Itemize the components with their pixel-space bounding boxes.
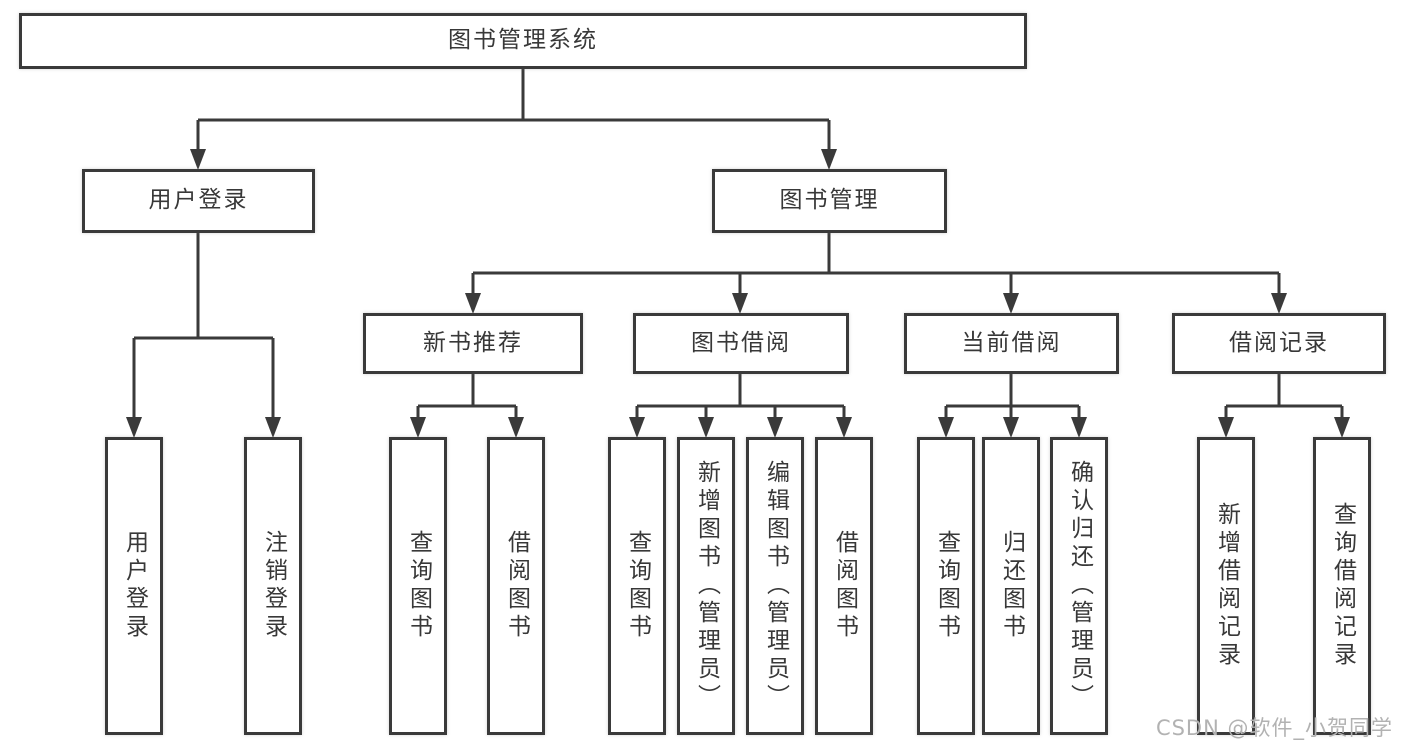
node-leaf-borrow-book-2-label: 借阅图书 (831, 530, 858, 642)
connector-borrowing-records (1224, 374, 1344, 420)
node-current-borrowing: 当前借阅 (904, 313, 1119, 374)
node-leaf-borrow-book-1: 借阅图书 (487, 437, 545, 735)
node-book-management: 图书管理 (712, 169, 947, 233)
arrowhead (821, 149, 837, 170)
node-book-borrowing-label: 图书借阅 (691, 329, 791, 356)
arrowhead (938, 417, 954, 438)
connector-book-management (471, 233, 1281, 296)
node-current-borrowing-label: 当前借阅 (961, 329, 1062, 356)
arrowhead (629, 417, 645, 438)
arrowhead (1271, 293, 1287, 314)
arrowhead (732, 293, 748, 314)
node-leaf-query-book-1-label: 查询图书 (405, 530, 432, 642)
node-leaf-add-borrow-record: 新增借阅记录 (1197, 437, 1255, 735)
arrowhead (508, 417, 524, 438)
node-leaf-add-book-label: 新增图书（管理员） (693, 460, 720, 712)
arrowhead (265, 417, 281, 438)
node-leaf-add-book: 新增图书（管理员） (677, 437, 735, 735)
node-book-management-label: 图书管理 (779, 187, 880, 214)
arrowhead (767, 417, 783, 438)
connector-current-borrowing (944, 374, 1081, 420)
node-leaf-user-login: 用户登录 (105, 437, 163, 735)
arrowhead (836, 417, 852, 438)
node-leaf-return-book: 归还图书 (982, 437, 1040, 735)
node-root: 图书管理系统 (19, 13, 1027, 69)
node-leaf-borrow-book-1-label: 借阅图书 (503, 530, 530, 642)
node-leaf-query-book-1: 查询图书 (389, 437, 447, 735)
node-leaf-edit-book: 编辑图书（管理员） (746, 437, 804, 735)
arrowhead (1003, 293, 1019, 314)
arrowhead (698, 417, 714, 438)
node-book-borrowing: 图书借阅 (633, 313, 849, 374)
connector-new-book-recommend (416, 374, 518, 420)
arrowhead (410, 417, 426, 438)
connector-book-borrowing (635, 374, 846, 420)
node-leaf-borrow-book-2: 借阅图书 (815, 437, 873, 735)
arrowhead (1334, 417, 1350, 438)
node-leaf-confirm-return: 确认归还（管理员） (1050, 437, 1108, 735)
arrowhead (1003, 417, 1019, 438)
node-leaf-logout-label: 注销登录 (260, 530, 287, 642)
node-leaf-edit-book-label: 编辑图书（管理员） (762, 460, 789, 712)
node-new-book-recommend-label: 新书推荐 (423, 329, 523, 356)
node-new-book-recommend: 新书推荐 (363, 313, 583, 374)
node-leaf-user-login-label: 用户登录 (121, 530, 148, 642)
node-leaf-query-borrow-record-label: 查询借阅记录 (1329, 502, 1356, 670)
arrowhead (1218, 417, 1234, 438)
arrowhead (190, 149, 206, 170)
arrowhead (126, 417, 142, 438)
arrowhead (1071, 417, 1087, 438)
node-borrowing-records-label: 借阅记录 (1229, 329, 1329, 356)
node-leaf-confirm-return-label: 确认归还（管理员） (1066, 460, 1093, 712)
node-leaf-query-borrow-record: 查询借阅记录 (1313, 437, 1371, 735)
node-leaf-query-book-2: 查询图书 (608, 437, 666, 735)
node-leaf-query-book-3-label: 查询图书 (933, 530, 960, 642)
node-user-login: 用户登录 (82, 169, 315, 233)
node-leaf-logout: 注销登录 (244, 437, 302, 735)
node-leaf-query-book-3: 查询图书 (917, 437, 975, 735)
node-borrowing-records: 借阅记录 (1172, 313, 1386, 374)
node-leaf-query-book-2-label: 查询图书 (624, 530, 651, 642)
connector-root (196, 68, 831, 152)
connector-user-login (132, 233, 275, 420)
node-user-login-label: 用户登录 (148, 187, 249, 214)
node-leaf-return-book-label: 归还图书 (998, 530, 1025, 642)
arrowhead (465, 293, 481, 314)
node-root-label: 图书管理系统 (448, 27, 598, 54)
node-leaf-add-borrow-record-label: 新增借阅记录 (1213, 502, 1240, 670)
